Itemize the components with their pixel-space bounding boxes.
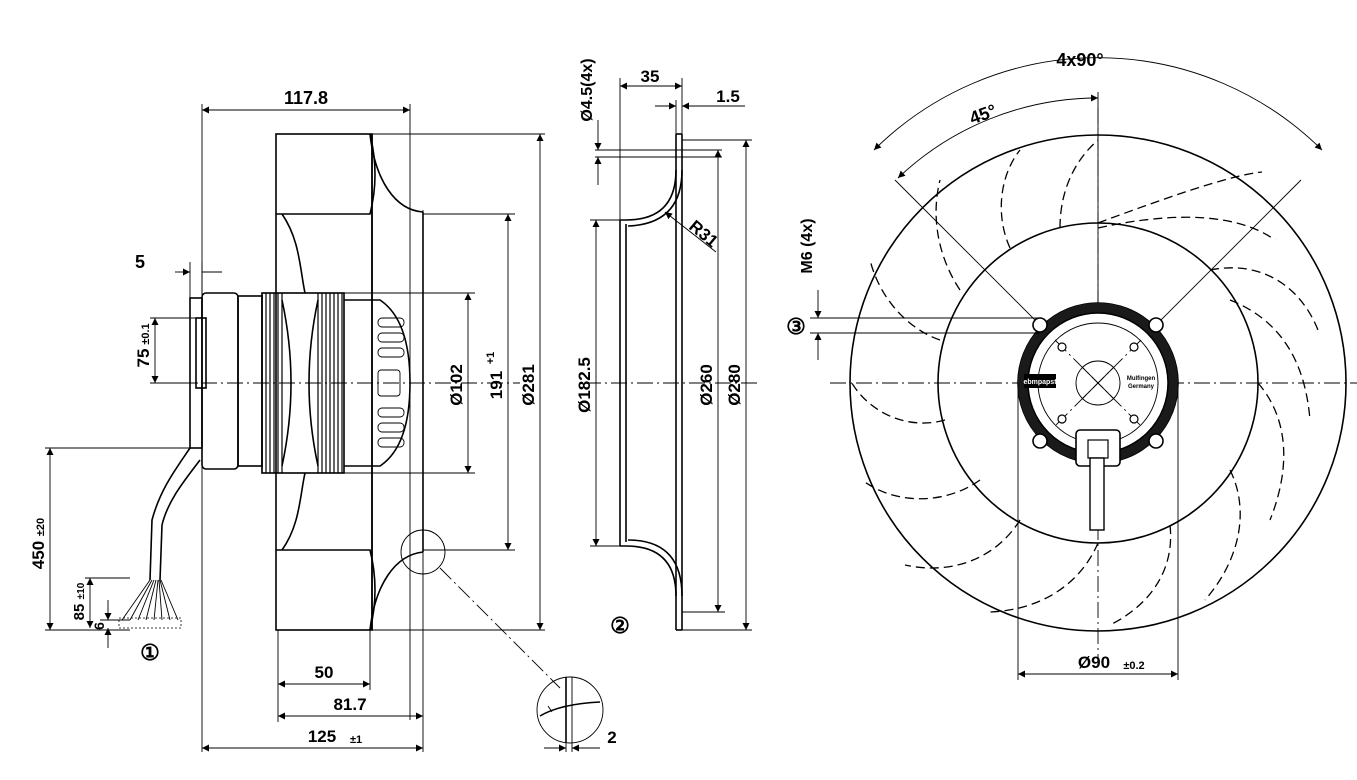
dim-d281: Ø281 bbox=[519, 364, 538, 406]
dim-85: 85 bbox=[71, 604, 88, 621]
dim-m6: M6 (4x) bbox=[799, 218, 816, 273]
hub-origin-line1: Mulfingen bbox=[1127, 376, 1156, 382]
dim-d280: Ø280 bbox=[725, 364, 744, 406]
dim-50: 50 bbox=[315, 663, 334, 682]
dim-d182-5: Ø182.5 bbox=[575, 357, 594, 413]
mounting-screws bbox=[1032, 317, 1164, 449]
dim-d102: Ø102 bbox=[447, 364, 466, 406]
hub-origin-line2: Germany bbox=[1128, 384, 1155, 390]
tol-125: ±1 bbox=[350, 734, 362, 746]
dim-45: 45° bbox=[967, 100, 999, 128]
hub-brand-label: ebmpapst bbox=[1023, 379, 1057, 386]
detail-dim-2: 2 bbox=[607, 728, 616, 747]
tol-85: ±10 bbox=[76, 582, 87, 599]
dim-4x90: 4x90° bbox=[1056, 50, 1103, 70]
dim-191: 191 bbox=[487, 371, 506, 399]
tol-75: ±0.1 bbox=[140, 323, 152, 344]
dim-81-7: 81.7 bbox=[333, 695, 366, 714]
dim-holes: Ø4.5(4x) bbox=[579, 58, 596, 121]
dim-35: 35 bbox=[641, 67, 660, 86]
dim-5: 5 bbox=[135, 252, 145, 272]
dim-125: 125 bbox=[308, 727, 336, 746]
motor-fins bbox=[261, 293, 343, 473]
dim-d90: Ø90 bbox=[1078, 653, 1110, 672]
dim-117-8: 117.8 bbox=[284, 88, 328, 108]
callout-1: ① bbox=[140, 640, 160, 665]
callout-2: ② bbox=[610, 613, 630, 638]
dim-450: 450 bbox=[29, 541, 48, 569]
nozzle-view: 35 1.5 Ø4.5(4x) R31 Ø182.5 Ø260 Ø280 ② bbox=[575, 58, 760, 638]
tol-d90: ±0.2 bbox=[1123, 660, 1144, 672]
tol-450: ±20 bbox=[35, 518, 47, 536]
rotor-slots bbox=[377, 317, 405, 448]
front-view: 4x90° 45° ebmpapst Mulfingen Germany bbox=[786, 50, 1357, 680]
dim-1-5: 1.5 bbox=[716, 87, 740, 106]
cable-wires bbox=[118, 579, 182, 629]
dim-6: 6 bbox=[91, 622, 107, 630]
tol-191: +1 bbox=[485, 352, 497, 365]
detail-view: 2 bbox=[536, 676, 617, 752]
callout-3: ③ bbox=[786, 314, 806, 339]
impeller-blades bbox=[849, 139, 1319, 626]
dim-75: 75 bbox=[134, 349, 153, 368]
side-view: 117.8 5 75 ±0.1 Ø102 191 +1 Ø281 450 ±20… bbox=[29, 88, 561, 752]
dim-d260: Ø260 bbox=[697, 364, 716, 406]
dim-r31: R31 bbox=[685, 216, 721, 251]
